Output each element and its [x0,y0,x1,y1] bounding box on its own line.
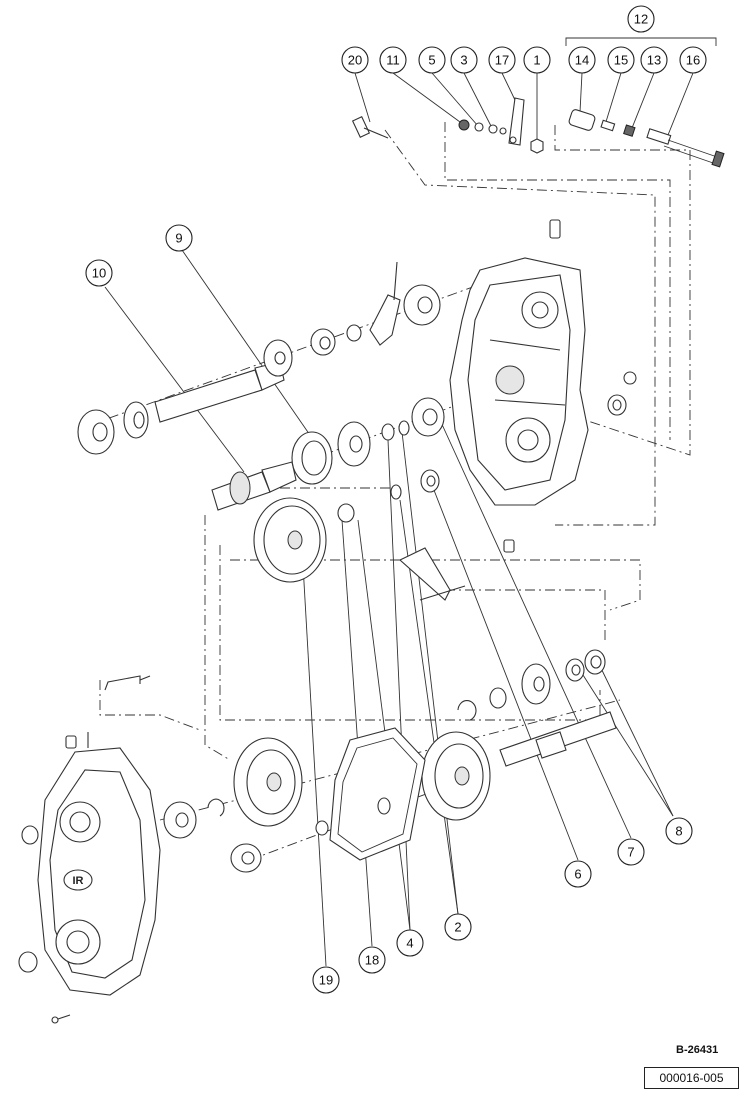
callout-6: 6 [564,860,592,888]
bearing-upper-right [403,284,441,326]
washer-small-b [398,420,410,436]
callout-12: 12 [627,5,655,33]
shift-fork [369,261,401,346]
bearing-8-a [565,658,585,682]
callout-8-label: 8 [675,824,682,839]
callout-12-label: 12 [634,12,648,27]
small-gear-upper [123,401,149,439]
upper-shaft-assembly [77,261,441,455]
washer-small-a [381,423,395,441]
callout-11-label: 11 [386,53,400,68]
callout-11: 11 [379,46,407,74]
callout-19: 19 [312,966,340,994]
sensor-assembly-12 [568,109,725,168]
callout-10: 10 [85,259,113,287]
callout-4: 4 [396,929,424,957]
pinion-shaft [154,361,285,423]
lever-17 [508,97,525,146]
housing-left: IR [18,732,161,1024]
synchro-ring-9 [291,431,333,485]
document-number-box: 000016-005 [644,1067,739,1089]
figure-reference: B-26431 [676,1044,719,1056]
thrust-washer [263,339,293,377]
callout-1: 1 [523,46,551,74]
callout-7: 7 [617,838,645,866]
callout-13-label: 13 [647,53,661,68]
gear-lower-right [421,731,491,821]
callout-15-label: 15 [614,53,628,68]
callout-14: 14 [568,46,596,74]
gear-medium [337,421,371,467]
housing-right [449,219,637,553]
bearing-left-upper [77,409,115,455]
gear-8-small [521,663,551,705]
snap-ring-left [207,798,225,817]
callout-5: 5 [418,46,446,74]
callout-6-label: 6 [574,867,581,882]
callout-20-label: 20 [348,53,362,68]
bearing-8-b [584,649,606,675]
large-gear-19 [253,497,327,583]
gear-lower-left [233,737,303,827]
washer-lower-c [315,820,329,836]
callout-15: 15 [607,46,635,74]
snap-ring-lower [457,700,477,721]
callout-7-label: 7 [627,845,634,860]
washer-4 [390,484,402,500]
housing-logo: IR [73,875,84,887]
hub-collar [310,328,336,356]
washers-group [458,119,507,135]
callout-3: 3 [450,46,478,74]
lower-gear-assembly [104,649,617,873]
shift-rail [399,547,466,601]
callout-13: 13 [640,46,668,74]
seal-lower [230,843,262,873]
middle-gear-group [211,397,466,601]
callout-3-label: 3 [460,53,467,68]
washer-18 [337,503,355,523]
callout-17: 17 [488,46,516,74]
callout-2-label: 2 [454,920,461,935]
callout-4-label: 4 [406,936,413,951]
callout-19-label: 19 [319,973,333,988]
leader-lines [104,37,717,967]
callout-20: 20 [341,46,369,74]
washer-lower [489,687,507,709]
callout-14-label: 14 [575,53,589,68]
countershaft [499,711,617,767]
pin-bracket [104,675,151,691]
callout-5-label: 5 [428,53,435,68]
spacer-6 [420,469,440,493]
callout-10-label: 10 [92,266,106,281]
output-shaft-10 [211,461,297,511]
callout-17-label: 17 [495,53,509,68]
washer-lower-b [377,797,391,815]
callout-9: 9 [165,224,193,252]
small-bushing [346,324,362,342]
callout-8: 8 [665,817,693,845]
callout-2: 2 [444,913,472,941]
pin-bolt-20 [351,115,389,139]
bearing-7 [411,397,445,437]
nut-1 [530,138,544,154]
gasket [329,727,426,861]
bearing-lower-left [163,801,197,839]
callout-9-label: 9 [175,231,182,246]
callout-18-label: 18 [365,953,379,968]
callout-16: 16 [679,46,707,74]
top-hardware-group [351,97,725,168]
callout-16-label: 16 [686,53,700,68]
assembly-guide-lines [89,122,691,861]
callout-18: 18 [358,946,386,974]
callout-1-label: 1 [533,53,540,68]
